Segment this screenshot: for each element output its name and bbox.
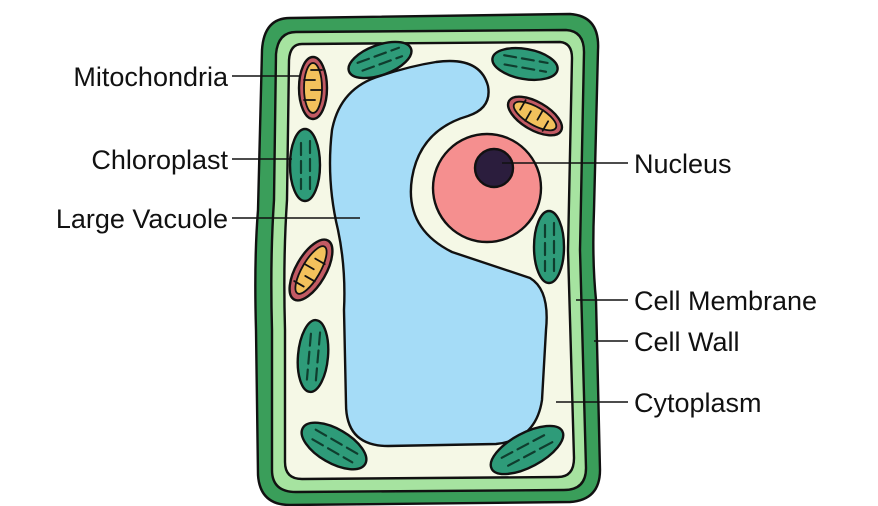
cell-membrane-label: Cell Membrane <box>634 286 817 316</box>
chloroplast-top-left <box>347 40 413 80</box>
chloroplast-label: Chloroplast <box>91 145 228 175</box>
nucleus-label: Nucleus <box>634 149 732 179</box>
mitochondrion-top-right <box>506 95 564 137</box>
large-vacuole <box>328 59 548 448</box>
mitochondrion-top-left <box>297 55 329 121</box>
chloroplast-left-lower <box>296 318 330 394</box>
chloroplast-top-right <box>491 46 559 82</box>
large-vacuole-label: Large Vacuole <box>56 204 228 234</box>
mitochondria-label: Mitochondria <box>73 62 229 92</box>
chloroplast-left-upper <box>288 127 322 203</box>
cell-wall-label: Cell Wall <box>634 327 740 357</box>
nucleolus <box>473 147 515 189</box>
chloroplast-right <box>532 209 566 285</box>
nucleus <box>431 132 543 244</box>
cytoplasm-label: Cytoplasm <box>634 388 762 418</box>
chloroplast-bottom-left <box>300 421 368 471</box>
mitochondrion-left-middle <box>288 238 334 302</box>
chloroplast-bottom-right <box>489 424 565 476</box>
